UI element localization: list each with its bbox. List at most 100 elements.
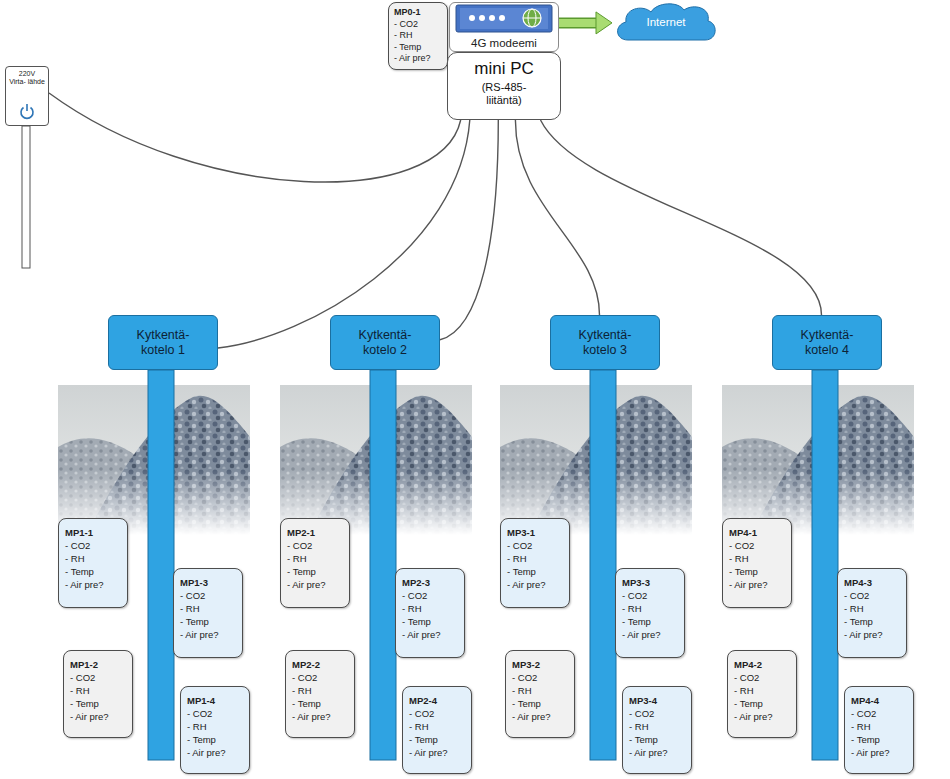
node-text: - Temp bbox=[292, 697, 348, 710]
sensor-box: MP4-1- CO2- RH- Temp- Air pre? bbox=[722, 518, 792, 608]
node-text: - Air pre? bbox=[65, 578, 121, 591]
power-supply-box: 220VVirta- lähde bbox=[5, 66, 49, 126]
junction-box: Kytkentä- kotelo 3 bbox=[550, 315, 660, 370]
connector-outline bbox=[559, 17, 596, 28]
connector-line bbox=[440, 120, 498, 340]
node-text: - Air pre? bbox=[187, 746, 243, 759]
node-text: - RH bbox=[187, 720, 243, 733]
node-text: - Temp bbox=[180, 615, 236, 628]
node-heading: MP1-1 bbox=[65, 526, 121, 539]
sensor-box: MP3-4- CO2- RH- Temp- Air pre? bbox=[622, 686, 692, 774]
node-text: - Air pre? bbox=[629, 746, 685, 759]
connector bbox=[559, 12, 612, 34]
sensor-pole bbox=[370, 370, 396, 760]
modem-icon bbox=[456, 5, 552, 32]
node-text: - RH bbox=[734, 684, 790, 697]
sensor-box: MP2-3- CO2- RH- Temp- Air pre? bbox=[395, 568, 465, 658]
node-text: - CO2 bbox=[734, 671, 790, 684]
node-heading: 220V bbox=[8, 70, 46, 78]
node-heading: MP1-4 bbox=[187, 694, 243, 707]
node-heading: Kytkentä- kotelo 1 bbox=[125, 328, 201, 358]
node-text: - Air pre? bbox=[622, 628, 678, 641]
sensor-box: MP0-1- CO2- RH- Temp- Air pre? bbox=[388, 2, 448, 70]
node-text: - Air pre? bbox=[70, 710, 126, 723]
node-text: - CO2 bbox=[729, 539, 785, 552]
node-text: - Air pre? bbox=[180, 628, 236, 641]
node-text: - Air pre? bbox=[729, 578, 785, 591]
node-text: - Temp bbox=[729, 565, 785, 578]
node-text: - Air pre? bbox=[512, 710, 568, 723]
node-text: - Air pre? bbox=[507, 578, 563, 591]
connector bbox=[218, 120, 470, 348]
node-text: - RH bbox=[844, 602, 900, 615]
connector-line bbox=[515, 120, 599, 315]
sensor-box: MP2-2- CO2- RH- Temp- Air pre? bbox=[285, 650, 355, 738]
node-heading: Kytkentä- kotelo 2 bbox=[347, 328, 423, 358]
connector bbox=[515, 120, 599, 315]
node-text: - Temp bbox=[65, 565, 121, 578]
node-heading: MP3-2 bbox=[512, 658, 568, 671]
connector bbox=[49, 93, 461, 182]
connector-line bbox=[49, 93, 461, 182]
node-heading: MP3-1 bbox=[507, 526, 563, 539]
node-heading: MP2-3 bbox=[402, 576, 458, 589]
sensor-box: MP3-1- CO2- RH- Temp- Air pre? bbox=[500, 518, 570, 608]
node-text: - Temp bbox=[851, 733, 907, 746]
connector-line bbox=[541, 120, 822, 315]
connector bbox=[440, 120, 498, 340]
node-text: - RH bbox=[507, 552, 563, 565]
node-text: - CO2 bbox=[629, 707, 685, 720]
node-text: - Air pre? bbox=[287, 578, 343, 591]
connector bbox=[541, 120, 822, 315]
node-text: - RH bbox=[622, 602, 678, 615]
sensor-pole bbox=[812, 370, 838, 760]
sensor-box: MP4-2- CO2- RH- Temp- Air pre? bbox=[727, 650, 797, 738]
node-text: - Air pre? bbox=[402, 628, 458, 641]
node-text: Virta- lähde bbox=[8, 78, 46, 86]
node-text: - RH bbox=[292, 684, 348, 697]
sensor-pole bbox=[590, 370, 616, 760]
junction-box: Kytkentä- kotelo 1 bbox=[108, 315, 218, 370]
node-text: - CO2 bbox=[394, 19, 442, 31]
arrow-head bbox=[596, 12, 612, 34]
power-plug-stem bbox=[22, 126, 30, 268]
node-text: - Temp bbox=[287, 565, 343, 578]
node-text: - CO2 bbox=[187, 707, 243, 720]
node-text: - Air pre? bbox=[734, 710, 790, 723]
node-text: - CO2 bbox=[622, 589, 678, 602]
computer-box: mini PC(RS-485- liitäntä) bbox=[447, 52, 561, 120]
connector-line bbox=[559, 19, 596, 27]
node-text: - CO2 bbox=[65, 539, 121, 552]
node-text: - RH bbox=[70, 684, 126, 697]
node-heading: MP4-3 bbox=[844, 576, 900, 589]
node-heading: Internet bbox=[647, 16, 686, 28]
node-text: - Temp bbox=[394, 42, 442, 54]
node-text: - Temp bbox=[402, 615, 458, 628]
sensor-box: MP3-3- CO2- RH- Temp- Air pre? bbox=[615, 568, 685, 658]
node-heading: MP3-3 bbox=[622, 576, 678, 589]
node-text: - Temp bbox=[622, 615, 678, 628]
sensor-box: MP2-4- CO2- RH- Temp- Air pre? bbox=[402, 686, 472, 774]
node-heading: MP3-4 bbox=[629, 694, 685, 707]
node-text: - Air pre? bbox=[844, 628, 900, 641]
node-text: - RH bbox=[851, 720, 907, 733]
cloud-outline-path bbox=[618, 4, 716, 40]
node-heading: MP2-2 bbox=[292, 658, 348, 671]
node-heading: Kytkentä- kotelo 4 bbox=[789, 328, 865, 358]
node-text: - RH bbox=[409, 720, 465, 733]
node-text: - Temp bbox=[409, 733, 465, 746]
node-text: - Air pre? bbox=[851, 746, 907, 759]
node-heading: MP2-4 bbox=[409, 694, 465, 707]
node-text: - Temp bbox=[507, 565, 563, 578]
node-heading: MP0-1 bbox=[394, 7, 442, 19]
node-text: - Temp bbox=[512, 697, 568, 710]
node-text: - RH bbox=[287, 552, 343, 565]
node-text: - Air pre? bbox=[409, 746, 465, 759]
sensor-box: MP1-4- CO2- RH- Temp- Air pre? bbox=[180, 686, 250, 774]
sensor-box: MP1-1- CO2- RH- Temp- Air pre? bbox=[58, 518, 128, 608]
node-heading: MP4-4 bbox=[851, 694, 907, 707]
node-text: - Temp bbox=[629, 733, 685, 746]
node-text: - RH bbox=[180, 602, 236, 615]
node-text: - RH bbox=[512, 684, 568, 697]
node-text: - Temp bbox=[844, 615, 900, 628]
